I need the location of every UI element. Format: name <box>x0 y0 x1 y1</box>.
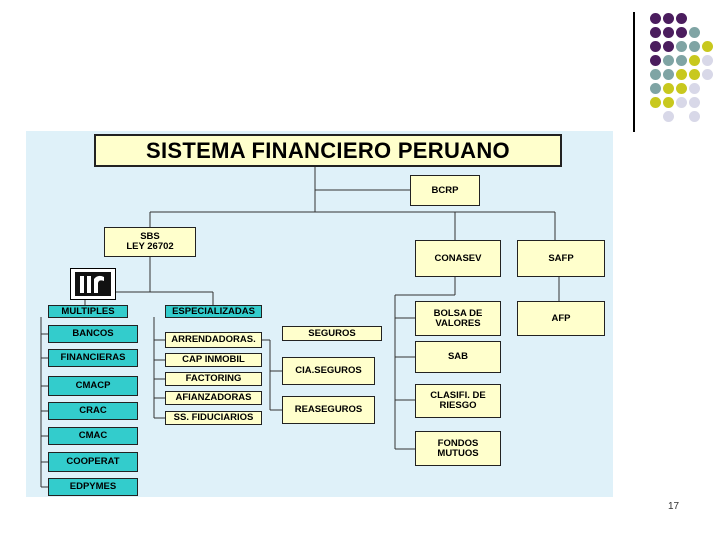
decorative-dot <box>689 83 700 94</box>
sbs-logo <box>70 268 116 300</box>
decorative-dot <box>676 55 687 66</box>
afp-node: AFP <box>517 301 605 336</box>
especializadas-item: SS. FIDUCIARIOS <box>165 411 262 425</box>
decorative-dot-grid <box>645 8 715 122</box>
decorative-dot <box>676 41 687 52</box>
multiples-item: CRAC <box>48 402 138 420</box>
decorative-dot <box>676 13 687 24</box>
decorative-dot <box>650 27 661 38</box>
multiples-item: BANCOS <box>48 325 138 343</box>
page-number: 17 <box>668 501 680 512</box>
decorative-dot <box>689 41 700 52</box>
sbs-node: SBS LEY 26702 <box>104 227 196 257</box>
decorative-dot <box>663 111 674 122</box>
especializadas-item: ARRENDADORAS. <box>165 332 262 348</box>
decorative-dot <box>676 97 687 108</box>
bcrp-node: BCRP <box>410 175 480 206</box>
multiples-item: CMACP <box>48 376 138 396</box>
decorative-dot <box>663 41 674 52</box>
multiples-item: COOPERAT <box>48 452 138 472</box>
decorative-dot <box>702 69 713 80</box>
conasev-item: FONDOS MUTUOS <box>415 431 501 466</box>
decorative-dot <box>650 41 661 52</box>
decorative-dot <box>702 55 713 66</box>
decorative-dot <box>689 27 700 38</box>
decorative-dot <box>650 83 661 94</box>
decorative-dot <box>689 55 700 66</box>
decorative-dot <box>663 83 674 94</box>
decorative-dot <box>650 69 661 80</box>
especializadas-header: ESPECIALIZADAS <box>165 305 262 318</box>
decorative-dot <box>650 97 661 108</box>
decorative-dot <box>663 97 674 108</box>
decorative-dot <box>650 55 661 66</box>
decorative-dot <box>689 97 700 108</box>
especializadas-item: FACTORING <box>165 372 262 386</box>
decorative-dot <box>676 69 687 80</box>
conasev-item: SAB <box>415 341 501 373</box>
conasev-item: CLASIFI. DE RIESGO <box>415 384 501 418</box>
conasev-item: BOLSA DE VALORES <box>415 301 501 336</box>
decorative-dot <box>663 69 674 80</box>
multiples-header: MULTIPLES <box>48 305 128 318</box>
especializadas-item: CAP INMOBIL <box>165 353 262 367</box>
multiples-item: CMAC <box>48 427 138 445</box>
decorative-dot <box>702 41 713 52</box>
decorative-dot <box>689 111 700 122</box>
conasev-node: CONASEV <box>415 240 501 277</box>
decorative-dot <box>663 55 674 66</box>
decorative-dot <box>663 13 674 24</box>
especializadas-item: AFIANZADORAS <box>165 391 262 405</box>
seguros-item: CIA.SEGUROS <box>282 357 375 385</box>
decorative-dot <box>650 13 661 24</box>
decorative-dot <box>689 69 700 80</box>
multiples-item: EDPYMES <box>48 478 138 496</box>
decorative-divider-line <box>633 12 635 132</box>
multiples-item: FINANCIERAS <box>48 349 138 367</box>
seguros-header: SEGUROS <box>282 326 382 341</box>
decorative-dot <box>663 27 674 38</box>
seguros-item: REASEGUROS <box>282 396 375 424</box>
decorative-dot <box>676 27 687 38</box>
diagram-title: SISTEMA FINANCIERO PERUANO <box>94 134 562 167</box>
decorative-dot <box>676 83 687 94</box>
safp-node: SAFP <box>517 240 605 277</box>
